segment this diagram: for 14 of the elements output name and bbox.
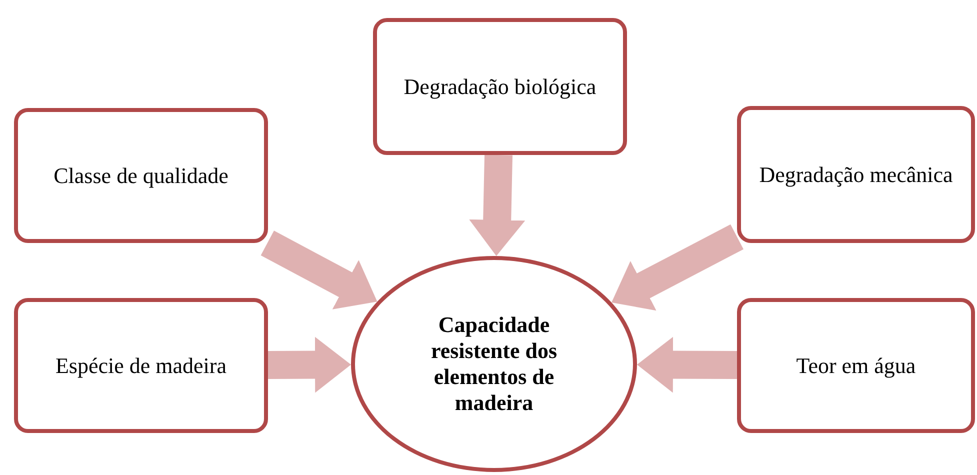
rounded-box xyxy=(14,108,268,243)
rounded-box xyxy=(737,298,975,433)
block-arrow xyxy=(636,336,738,393)
block-arrow xyxy=(268,336,352,393)
rounded-box xyxy=(373,18,627,155)
rounded-box xyxy=(737,106,975,243)
rounded-box xyxy=(14,298,268,433)
node-label: Degradação mecânica xyxy=(759,162,953,188)
block-arrow xyxy=(469,154,526,256)
node-label: Teor em água xyxy=(796,352,916,378)
node-label: Classe de qualidade xyxy=(54,162,228,188)
node-label: Capacidade resistente dos elementos de madeira xyxy=(430,312,558,416)
node-label: Espécie de madeira xyxy=(55,352,226,378)
node-label: Degradação biológica xyxy=(404,74,596,100)
